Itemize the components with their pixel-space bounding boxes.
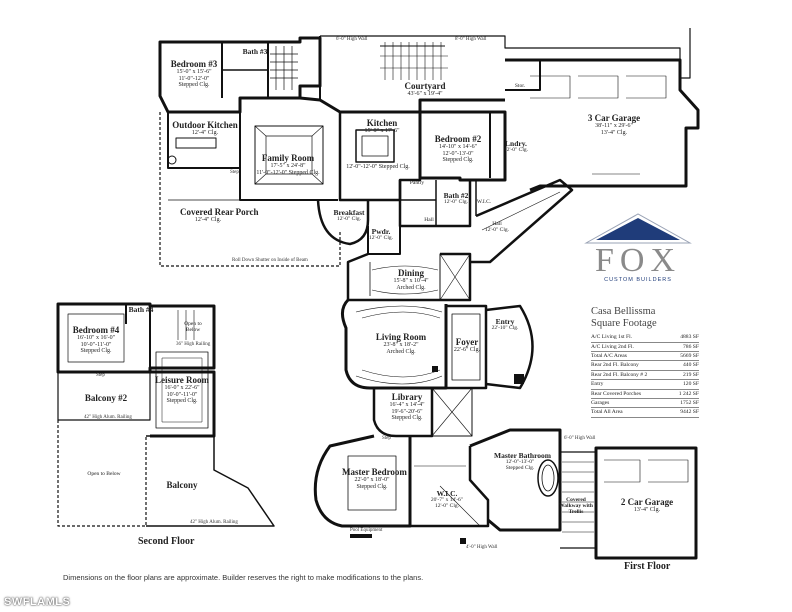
square-footage-title: Square Footage [591, 317, 657, 329]
plan-name: Casa Bellissma [591, 306, 656, 317]
note-step-2: Step [382, 436, 391, 441]
logo-tagline: CUSTOM BUILDERS [604, 277, 672, 283]
note-railing-42a: 42" High Alum. Railing [84, 415, 132, 420]
note-step-3: Step [96, 373, 105, 378]
first-floor-title: First Floor [624, 561, 671, 572]
note-railing-36: 36" High Railing [176, 342, 211, 347]
second-floor-title: Second Floor [138, 536, 195, 547]
logo-brand: FOX [594, 242, 682, 279]
note-high-wall-8: 8'-0" High Wall [455, 37, 487, 42]
note-pool-equipment: Pool Equipment [350, 528, 383, 533]
table-row: A/C Living 2nd Fl.786 SF [591, 342, 699, 352]
fox-roof-icon [584, 213, 692, 244]
note-step-1: Step [230, 170, 239, 175]
fox-custom-builders-logo: FOX CUSTOM BUILDERS [585, 212, 691, 283]
note-roll-down-shutter: Roll Down Shutter on Inside of Beam [232, 258, 308, 263]
disclaimer-text: Dimensions on the floor plans are approx… [63, 573, 424, 582]
note-high-wall-6: 6'-0" High Wall [336, 37, 368, 42]
table-row: A/C Living 1st Fl.4883 SF [591, 333, 699, 343]
note-railing-42b: 42" High Alum. Railing [190, 520, 238, 525]
square-footage-panel: Casa Bellissma Square Footage A/C Living… [591, 306, 699, 418]
note-high-wall-4: 4'-0" High Wall [466, 545, 498, 550]
square-footage-table: A/C Living 1st Fl.4883 SF A/C Living 2nd… [591, 333, 699, 418]
note-high-wall-6b: 6'-0" High Wall [564, 436, 596, 441]
mls-watermark: SWFLAMLS [4, 596, 71, 608]
